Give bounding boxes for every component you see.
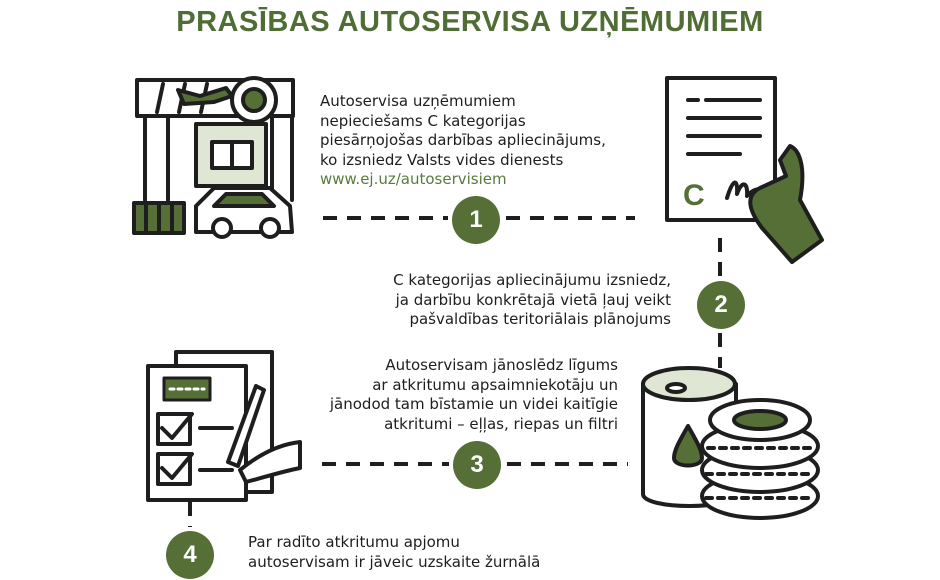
document-letter: C (683, 179, 705, 212)
oil-barrel-and-tires-icon (641, 366, 820, 520)
step-2-badge: 2 (697, 281, 745, 329)
step-3-line: ar atkritumu apsaimniekotāju un (372, 375, 618, 394)
step-4-line: autoservisam ir jāveic uzskaite žurnālā (248, 552, 541, 571)
step-2-text: C kategorijas apliecinājumu izsniedz, ja… (360, 271, 671, 330)
step-4-line: Par radīto atkritumu apjomu (248, 533, 460, 551)
step-2-line: ja darbību konkrētajā vietā ļauj veikt (395, 290, 671, 309)
step-3-text: Autoservisam jānoslēdz līgums ar atkritu… (290, 356, 618, 434)
step-3-badge: 3 (453, 441, 501, 489)
car-service-garage-icon (132, 76, 295, 239)
page-title: PRASĪBAS AUTOSERVISA UZŅĒMUMIEM (176, 6, 764, 38)
step-2-line: pašvaldības teritoriālais plānojums (409, 310, 671, 328)
step-4-badge: 4 (166, 531, 214, 579)
step-1-line: nepieciešams C kategorijas (320, 111, 526, 130)
step-1-text: Autoservisa uzņēmumiem nepieciešams C ka… (320, 92, 606, 190)
step-2-line: C kategorijas apliecinājumu izsniedz, (393, 271, 671, 289)
step-1-line: ko izsniedz Valsts vides dienests (320, 150, 564, 169)
step-4-text: Par radīto atkritumu apjomu autoservisam… (248, 533, 540, 572)
step-connector-lines (188, 216, 722, 527)
step-3-line: jānodod tam bīstamie un videi kaitīgie (329, 395, 618, 413)
step-1-line: piesārņojošas darbības apliecinājums, (320, 131, 606, 149)
certificate-document-icon: C (665, 76, 824, 264)
checklist-signing-icon (146, 350, 302, 502)
step-1-link[interactable]: www.ej.uz/autoservisiem (320, 170, 507, 188)
step-3-line: Autoservisam jānoslēdz līgums (385, 356, 618, 374)
step-1-badge: 1 (452, 196, 500, 244)
step-3-line: atkritumi – eļļas, riepas un filtri (384, 414, 618, 433)
step-1-line: Autoservisa uzņēmumiem (320, 92, 516, 110)
